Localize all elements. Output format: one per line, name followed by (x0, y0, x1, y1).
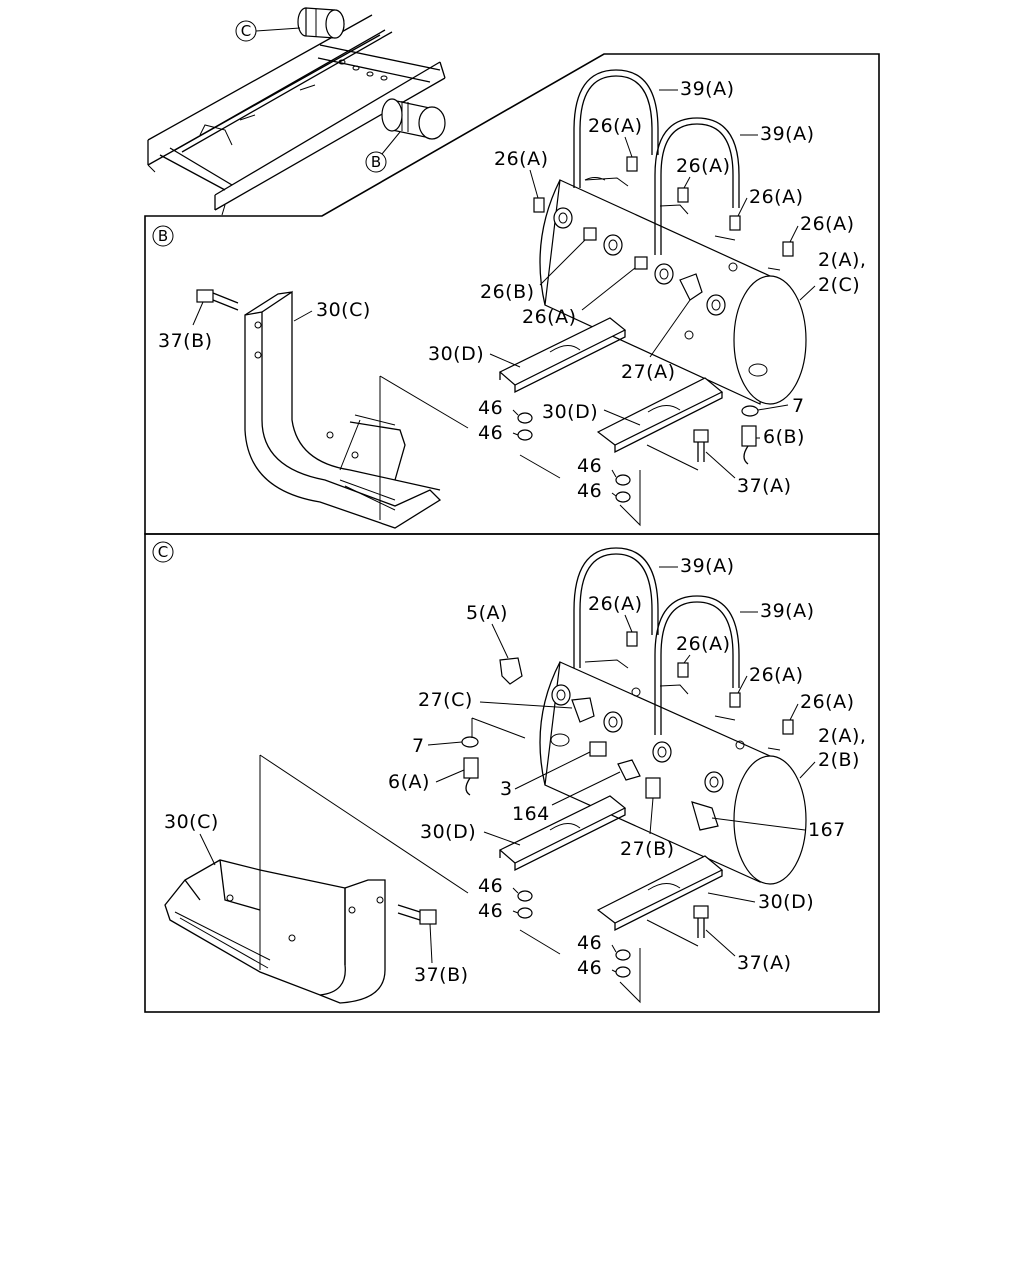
svg-text:30(D): 30(D) (542, 401, 598, 423)
svg-text:37(B): 37(B) (158, 330, 213, 352)
svg-text:2(B): 2(B) (818, 749, 860, 771)
drain-cock-6a (463, 757, 479, 796)
labels-c: 39(A) 39(A) 26(A) 26(A) 26(A) 26(A) 5(A)… (164, 555, 866, 986)
svg-text:5(A): 5(A) (466, 602, 508, 624)
svg-text:30(D): 30(D) (420, 821, 476, 843)
callout-b-panel: B (158, 227, 168, 245)
svg-text:39(A): 39(A) (680, 78, 735, 100)
svg-text:7: 7 (412, 735, 425, 757)
nut-26a-group (533, 156, 794, 270)
svg-text:46: 46 (478, 900, 503, 922)
svg-text:27(A): 27(A) (621, 361, 676, 383)
nut-46-group-c (517, 890, 631, 978)
svg-text:6(A): 6(A) (388, 771, 430, 793)
bolt-37a-b (693, 429, 709, 462)
callout-b-overview: B (365, 131, 401, 173)
air-tank-c-overview (297, 7, 345, 39)
svg-text:26(A): 26(A) (522, 306, 577, 328)
svg-text:39(A): 39(A) (760, 123, 815, 145)
drain-cock-6b (741, 425, 757, 465)
svg-text:46: 46 (577, 455, 602, 477)
bolt-37a-c (693, 905, 709, 938)
bolt-37b-b (196, 289, 239, 311)
svg-text:26(A): 26(A) (588, 593, 643, 615)
svg-text:26(A): 26(A) (749, 186, 804, 208)
fitting-27a (679, 273, 703, 301)
fitting-5a (499, 657, 523, 685)
detail-frame-c (144, 533, 880, 1013)
svg-text:39(A): 39(A) (680, 555, 735, 577)
washer-7-b (741, 405, 759, 417)
assembly-lines-c (259, 717, 699, 1004)
svg-text:39(A): 39(A) (760, 600, 815, 622)
valve-167 (691, 801, 719, 831)
fitting-27c (571, 697, 595, 723)
svg-text:3: 3 (500, 778, 513, 800)
labels-b: 39(A) 39(A) 26(A) 26(A) 26(A) 26(A) 26(A… (158, 78, 866, 502)
svg-text:26(A): 26(A) (800, 691, 855, 713)
svg-text:B: B (371, 153, 381, 171)
mount-bracket-30c-b (244, 290, 442, 529)
svg-text:46: 46 (577, 480, 602, 502)
svg-text:2(C): 2(C) (818, 274, 860, 296)
air-tank-b-overview (381, 98, 446, 140)
nut-46-group-b (517, 412, 631, 503)
washer-7-c (461, 736, 479, 748)
svg-text:37(B): 37(B) (414, 964, 469, 986)
washer-group-b (553, 207, 726, 316)
fitting-164 (617, 759, 641, 781)
svg-text:26(A): 26(A) (588, 115, 643, 137)
bracket-30d-b1 (498, 317, 627, 394)
svg-text:46: 46 (577, 957, 602, 979)
svg-text:27(C): 27(C) (418, 689, 473, 711)
svg-text:26(B): 26(B) (480, 281, 535, 303)
fitting-27b (645, 777, 661, 799)
svg-text:2(A),: 2(A), (818, 725, 866, 747)
plug-3 (589, 741, 607, 757)
mount-bracket-30c-c (164, 859, 386, 1004)
svg-text:30(D): 30(D) (428, 343, 484, 365)
svg-text:C: C (241, 22, 251, 40)
svg-text:27(B): 27(B) (620, 838, 675, 860)
callout-c-overview: C (235, 20, 301, 42)
bracket-30d-c1 (498, 795, 627, 872)
svg-text:26(A): 26(A) (676, 633, 731, 655)
bracket-30d-c2 (596, 855, 724, 932)
svg-text:46: 46 (577, 932, 602, 954)
u-bolt-39a-c1 (573, 547, 659, 668)
svg-text:30(C): 30(C) (316, 299, 371, 321)
svg-text:46: 46 (478, 397, 503, 419)
svg-text:37(A): 37(A) (737, 952, 792, 974)
bolt-37b-c (397, 904, 437, 925)
svg-text:30(D): 30(D) (758, 891, 814, 913)
svg-text:7: 7 (792, 395, 805, 417)
washer-group-c (551, 684, 724, 793)
svg-text:6(B): 6(B) (763, 426, 805, 448)
svg-text:46: 46 (478, 422, 503, 444)
u-bolt-39a-b1 (573, 69, 659, 188)
svg-text:2(A),: 2(A), (818, 249, 866, 271)
svg-text:26(A): 26(A) (800, 213, 855, 235)
svg-text:167: 167 (808, 819, 846, 841)
svg-text:26(A): 26(A) (749, 664, 804, 686)
svg-text:164: 164 (512, 803, 550, 825)
svg-text:46: 46 (478, 875, 503, 897)
u-bolt-39a-b2 (654, 117, 740, 255)
svg-text:26(A): 26(A) (676, 155, 731, 177)
svg-text:26(A): 26(A) (494, 148, 549, 170)
assembly-lines-b (379, 375, 699, 527)
air-tank-b (539, 177, 807, 405)
panel-c: C (152, 541, 866, 1004)
panel-b: B (152, 69, 866, 529)
svg-text:30(C): 30(C) (164, 811, 219, 833)
svg-text:37(A): 37(A) (737, 475, 792, 497)
bracket-30d-b2 (596, 377, 724, 454)
u-bolt-39a-c2 (654, 595, 740, 735)
chassis-overview: C B (147, 7, 446, 216)
callout-c-panel: C (158, 543, 168, 561)
